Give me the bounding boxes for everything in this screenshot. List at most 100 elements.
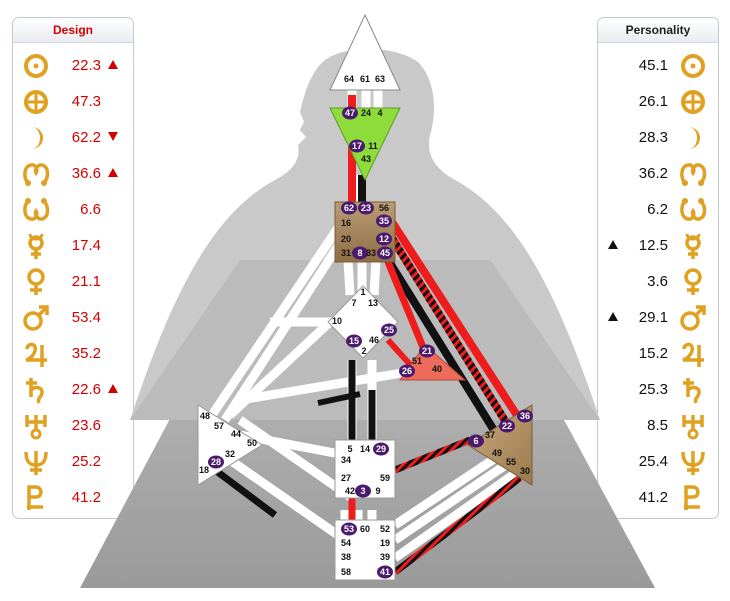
- arrow-down-icon: [108, 132, 118, 141]
- jupiter-icon: [678, 339, 708, 369]
- gate-label: 1: [360, 287, 365, 297]
- personality-value: 26.1: [638, 93, 668, 110]
- personality-value: 25.3: [638, 381, 668, 398]
- south-node-icon: [21, 195, 51, 225]
- gate-label: 9: [375, 486, 380, 496]
- gate-label: 58: [341, 567, 351, 577]
- gate-label: 56: [379, 203, 389, 213]
- uranus-icon: [678, 411, 708, 441]
- gate-label: 41: [380, 567, 390, 577]
- gate-label: 47: [345, 108, 355, 118]
- personality-row: 26.1: [598, 85, 718, 119]
- personality-row: 25.3: [598, 373, 718, 407]
- gate-label: 52: [380, 524, 390, 534]
- venus-icon: [678, 267, 708, 297]
- gate-label: 26: [402, 366, 412, 376]
- personality-panel-title: Personality: [598, 18, 718, 43]
- gate-label: 54: [341, 538, 351, 548]
- pluto-icon: [678, 483, 708, 513]
- gate-label: 11: [368, 141, 378, 151]
- gate-label: 32: [225, 449, 235, 459]
- gate-label: 40: [432, 364, 442, 374]
- personality-value: 45.1: [638, 57, 668, 74]
- design-row: 41.2: [13, 481, 133, 515]
- gate-activated-marker: [358, 201, 374, 215]
- design-value: 47.3: [71, 93, 101, 110]
- gate-activated-marker: [352, 246, 368, 260]
- personality-row: 12.5: [598, 229, 718, 263]
- gate-label: 30: [520, 466, 530, 476]
- sun-icon: [678, 51, 708, 81]
- gate-label: 55: [506, 457, 516, 467]
- personality-row: 29.1: [598, 301, 718, 335]
- design-value: 23.6: [71, 417, 101, 434]
- design-value: 25.2: [71, 453, 101, 470]
- gate-label: 27: [341, 473, 351, 483]
- gate-label: 59: [380, 473, 390, 483]
- gate-label: 34: [341, 455, 351, 465]
- gate-label: 51: [412, 356, 422, 366]
- gate-label: 48: [200, 411, 210, 421]
- g-center: [327, 285, 399, 359]
- gate-activated-marker: [341, 201, 357, 215]
- gate-label: 37: [485, 430, 495, 440]
- gate-label: 19: [380, 538, 390, 548]
- personality-row: 28.3: [598, 121, 718, 155]
- neptune-icon: [21, 447, 51, 477]
- gate-label: 35: [379, 216, 389, 226]
- personality-value: 29.1: [638, 309, 668, 326]
- personality-value: 15.2: [638, 345, 668, 362]
- personality-row: 36.2: [598, 157, 718, 191]
- design-value: 21.1: [71, 273, 101, 290]
- mercury-icon: [21, 231, 51, 261]
- personality-value: 41.2: [638, 489, 668, 506]
- head-center: [329, 13, 401, 91]
- gate-label: 50: [247, 438, 257, 448]
- gate-label: 43: [361, 154, 371, 164]
- gate-label: 29: [376, 444, 386, 454]
- gate-label: 8: [357, 248, 362, 258]
- gate-label: 22: [502, 421, 512, 431]
- gate-activated-marker: [355, 484, 371, 498]
- design-row: 22.6: [13, 373, 133, 407]
- gate-activated-marker: [349, 139, 365, 153]
- gate-activated-marker: [208, 455, 224, 469]
- gate-label: 21: [422, 346, 432, 356]
- gate-activated-marker: [341, 522, 357, 536]
- gate-activated-marker: [377, 246, 393, 260]
- design-value: 17.4: [71, 237, 101, 254]
- gate-label: 4: [377, 108, 382, 118]
- gate-label: 62: [344, 203, 354, 213]
- personality-row: 3.6: [598, 265, 718, 299]
- gate-label: 2: [361, 346, 366, 356]
- personality-value: 3.6: [647, 273, 668, 290]
- gate-label: 31: [341, 248, 351, 258]
- ajna-center: [329, 107, 401, 182]
- gate-activated-marker: [399, 364, 415, 378]
- mercury-icon: [678, 231, 708, 261]
- gate-label: 42: [345, 486, 355, 496]
- gate-label: 13: [368, 298, 378, 308]
- personality-row: 6.2: [598, 193, 718, 227]
- gate-label: 63: [375, 74, 385, 84]
- saturn-icon: [678, 375, 708, 405]
- design-value: 53.4: [71, 309, 101, 326]
- design-row: 47.3: [13, 85, 133, 119]
- gate-label: 17: [352, 141, 362, 151]
- north-node-icon: [21, 159, 51, 189]
- gate-label: 6: [473, 436, 478, 446]
- design-row: 62.2: [13, 121, 133, 155]
- arrow-up-icon: [608, 312, 618, 321]
- gate-label: 36: [520, 411, 530, 421]
- design-row: 23.6: [13, 409, 133, 443]
- gate-label: 49: [492, 448, 502, 458]
- uranus-icon: [21, 411, 51, 441]
- gate-label: 14: [360, 444, 370, 454]
- design-value: 41.2: [71, 489, 101, 506]
- gate-label: 25: [384, 325, 394, 335]
- gate-label: 12: [379, 234, 389, 244]
- arrow-up-icon: [108, 384, 118, 393]
- design-value: 35.2: [71, 345, 101, 362]
